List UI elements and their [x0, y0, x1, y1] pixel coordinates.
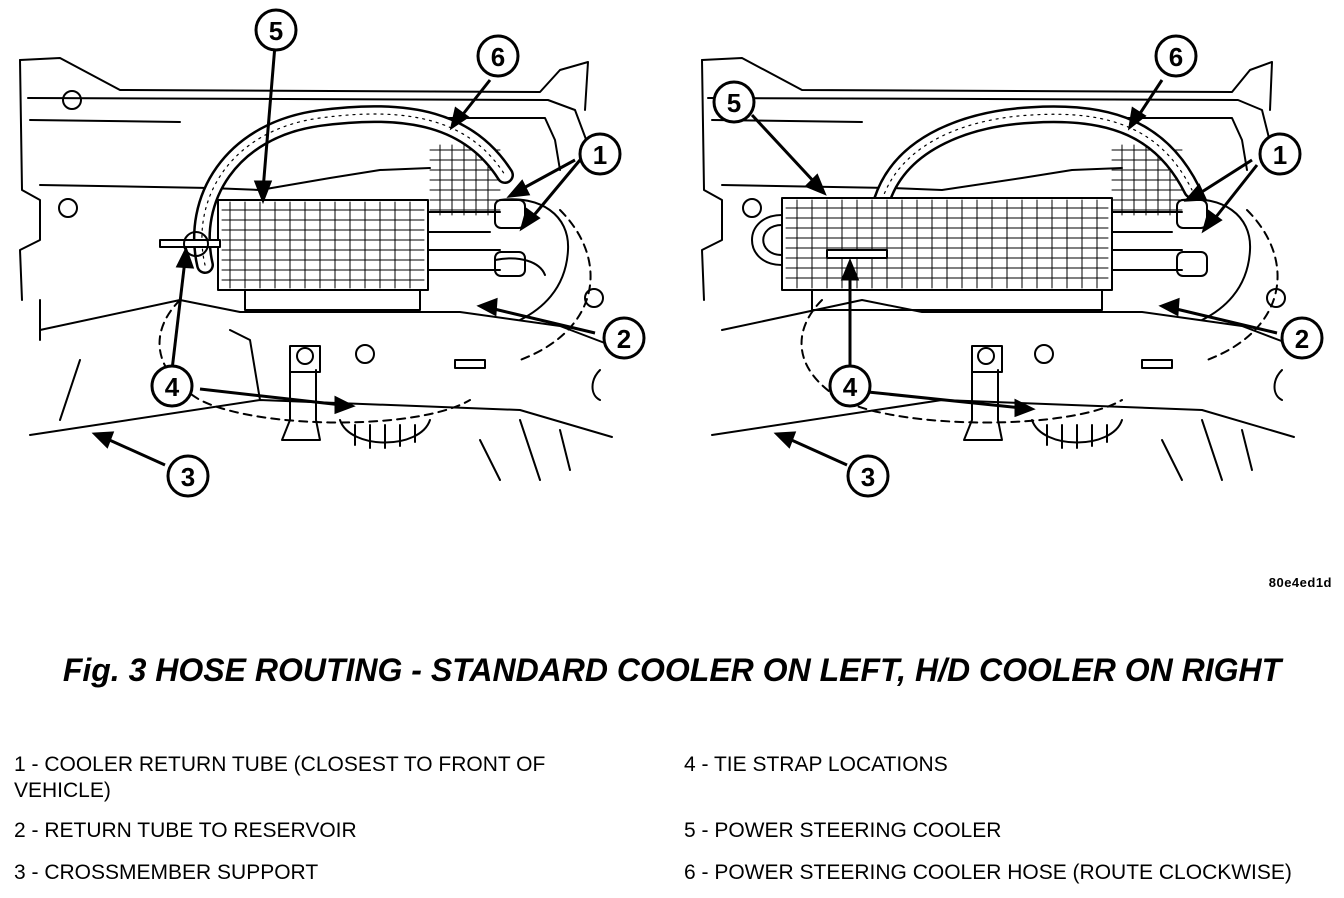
tie-strap: [159, 239, 221, 248]
callout-1: [1258, 132, 1302, 176]
callout-markers: [712, 34, 1324, 498]
callout-3: [846, 454, 890, 498]
grille-mesh: [429, 144, 501, 216]
callout-6-label: 6: [1169, 42, 1183, 72]
callout-2: [602, 316, 646, 360]
legend-item-5: 5 - POWER STEERING COOLER: [684, 819, 1002, 842]
radiator-support: [701, 57, 1273, 111]
callout-markers: [150, 8, 646, 498]
power-steering-cooler: [217, 199, 429, 291]
radiator-support: [19, 57, 589, 111]
crossmember-support: [711, 399, 1295, 438]
hd-cooler-illustration: 5 6 1 2 4 3: [701, 34, 1324, 498]
figure-reference-code: 80e4ed1d: [1268, 575, 1332, 590]
callout-4: [150, 364, 194, 408]
callout-6-label: 6: [491, 42, 505, 72]
callout-4: [828, 364, 872, 408]
cooler-fins: [221, 201, 425, 289]
callout-2-label: 2: [1295, 324, 1309, 354]
legend-item-3: 3 - CROSSMEMBER SUPPORT: [14, 861, 319, 884]
callout-1-label: 1: [593, 140, 607, 170]
callout-5-label: 5: [727, 88, 741, 118]
callout-1: [578, 132, 622, 176]
legend-item-4: 4 - TIE STRAP LOCATIONS: [684, 753, 948, 776]
legend-item-1: 1 - COOLER RETURN TUBE (CLOSEST TO FRONT…: [14, 753, 546, 802]
callout-5-label: 5: [269, 16, 283, 46]
figure-caption: Fig. 3 HOSE ROUTING - STANDARD COOLER ON…: [62, 652, 1282, 688]
callout-6: [476, 34, 520, 78]
tie-strap: [826, 249, 888, 259]
callout-3-label: 3: [861, 462, 875, 492]
callout-5: [254, 8, 298, 52]
figure: 5 6 1 2 4 3: [19, 8, 1332, 590]
callout-4-label: 4: [165, 372, 180, 402]
callout-3-label: 3: [181, 462, 195, 492]
cooler-tubes: [427, 211, 501, 271]
crossmember-support: [29, 399, 613, 438]
callout-1-label: 1: [1273, 140, 1287, 170]
callout-4-label: 4: [843, 372, 858, 402]
callout-5: [712, 80, 756, 124]
bolt-head: [62, 90, 82, 110]
cooler-tubes: [1111, 211, 1183, 271]
callout-2-label: 2: [617, 324, 631, 354]
callout-6: [1154, 34, 1198, 78]
standard-cooler-illustration: 5 6 1 2 4 3: [19, 8, 646, 498]
cooler-fins: [785, 199, 1109, 289]
callout-3: [166, 454, 210, 498]
legend-item-6: 6 - POWER STEERING COOLER HOSE (ROUTE CL…: [684, 861, 1292, 884]
grille-mesh: [1111, 144, 1183, 216]
callout-2: [1280, 316, 1324, 360]
legend-item-2: 2 - RETURN TUBE TO RESERVOIR: [14, 819, 357, 842]
